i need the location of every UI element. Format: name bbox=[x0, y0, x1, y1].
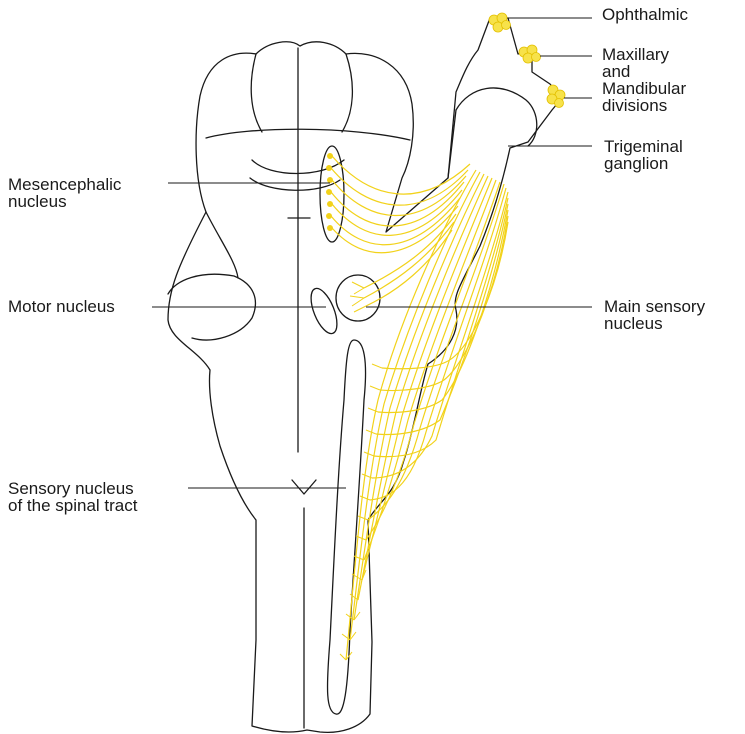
ganglion-outline bbox=[456, 88, 537, 146]
main-sensory-fibers bbox=[350, 214, 456, 312]
left-peduncle-inner bbox=[206, 212, 238, 278]
colliculus-left-upper bbox=[251, 54, 262, 132]
label-maxillary-mandibular: Maxillary and Mandibular divisions bbox=[602, 46, 686, 114]
maxillary-branch-cells bbox=[519, 45, 541, 63]
label-mesencephalic-nucleus: Mesencephalic nucleus bbox=[8, 176, 121, 210]
colliculus-line bbox=[206, 129, 410, 140]
label-ophthalmic: Ophthalmic bbox=[602, 6, 688, 23]
label-main-sensory-nucleus: Main sensory nucleus bbox=[604, 298, 705, 332]
mesencephalic-cells bbox=[326, 153, 333, 231]
spinal-tract-fibers bbox=[340, 170, 508, 660]
ophthalmic-branch-cells bbox=[489, 13, 511, 32]
label-spinal-tract-nucleus: Sensory nucleus of the spinal tract bbox=[8, 480, 137, 514]
main-sensory-nucleus-shape bbox=[336, 275, 380, 321]
mandibular-branch-cells bbox=[547, 85, 565, 108]
obex bbox=[292, 480, 316, 494]
label-motor-nucleus: Motor nucleus bbox=[8, 298, 115, 315]
label-trigeminal-ganglion: Trigeminal ganglion bbox=[604, 138, 683, 172]
colliculus-right-upper bbox=[342, 54, 352, 132]
nerve-root-upper bbox=[448, 110, 456, 178]
transverse-arc-2 bbox=[250, 178, 340, 190]
